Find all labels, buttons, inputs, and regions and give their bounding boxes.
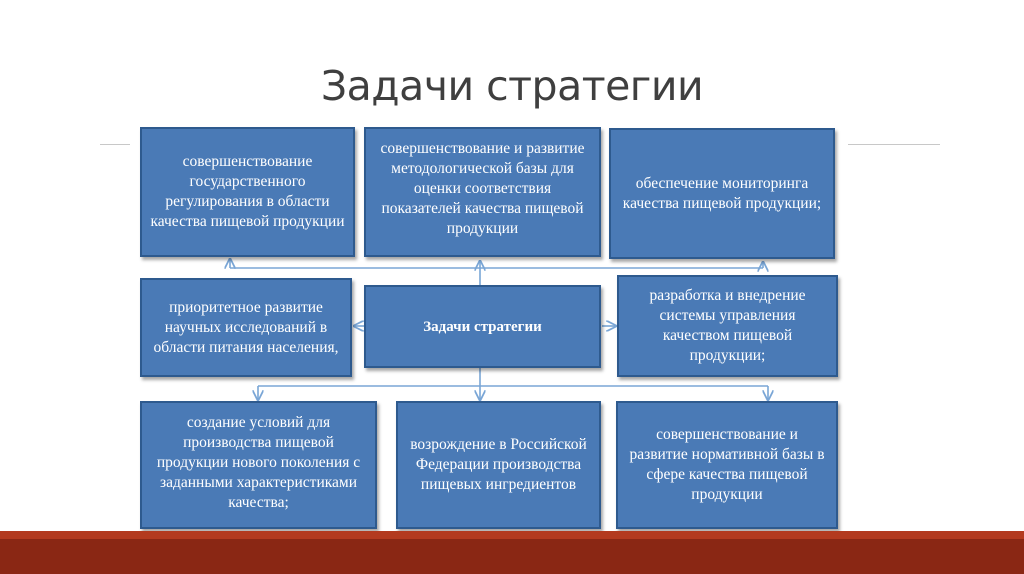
slide-title: Задачи стратегии <box>320 62 704 110</box>
task-box-1: совершенствование государственного регул… <box>140 127 355 257</box>
center-box: Задачи стратегии <box>364 285 601 368</box>
task-box-6: создание условий для производства пищево… <box>140 401 377 529</box>
footer-accent-bar <box>0 531 1024 539</box>
task-box-2: совершенствование и развитие методологич… <box>364 127 601 257</box>
task-box-5: разработка и внедрение системы управлени… <box>617 275 838 377</box>
footer-bar <box>0 539 1024 574</box>
title-rule-right <box>848 144 940 145</box>
task-box-3: обеспечение мониторинга качества пищевой… <box>609 128 835 259</box>
title-rule-left <box>100 144 130 145</box>
task-box-7: возрождение в Российской Федерации произ… <box>396 401 601 529</box>
task-box-8: совершенствование и развитие нормативной… <box>616 401 838 529</box>
task-box-4: приоритетное развитие научных исследован… <box>140 278 352 377</box>
